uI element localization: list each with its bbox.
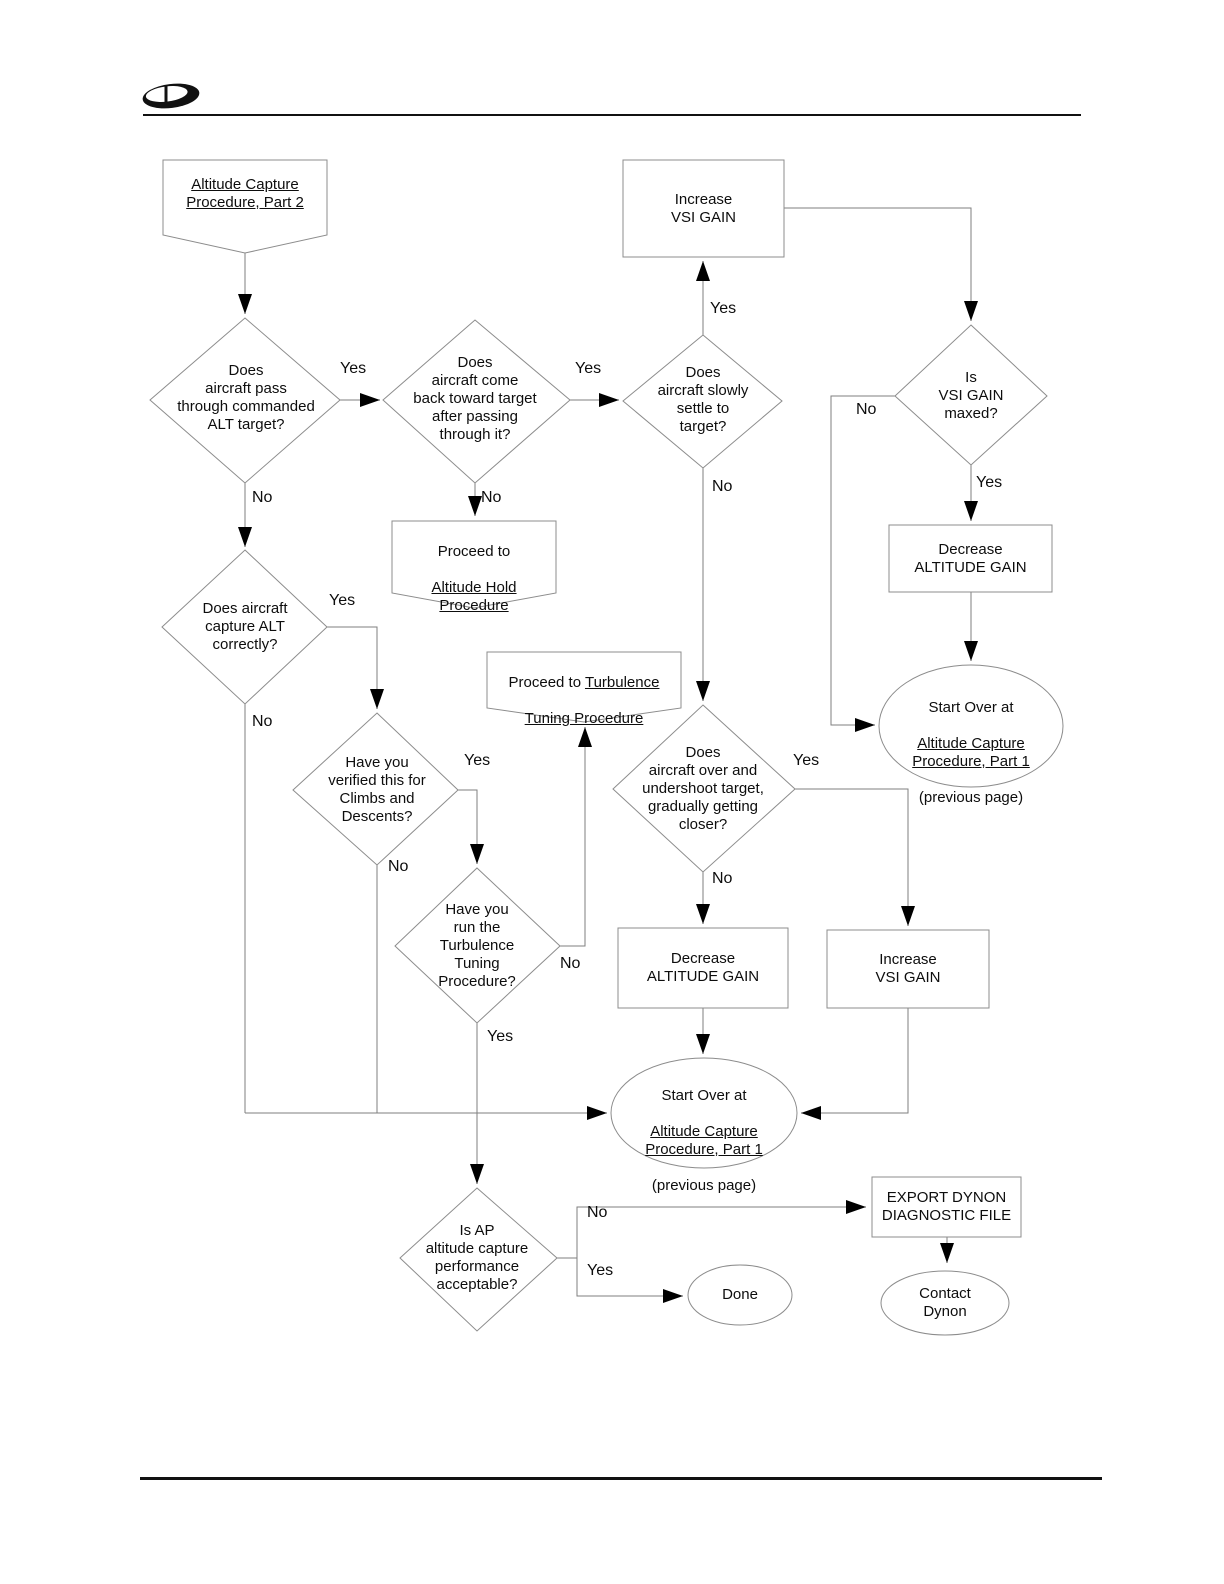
turb-proceed-link2: Tuning Procedure: [524, 710, 644, 727]
turb-proceed-prefix: Proceed to: [508, 674, 585, 691]
edge-increase-to-maxed: [784, 207, 978, 321]
edge-maxed-no: [830, 395, 895, 732]
node-start-over-right: Start Over at Altitude Capture Procedure…: [879, 681, 1063, 807]
start-over-center-line1: Start Over at: [661, 1087, 747, 1104]
header-rule: [143, 114, 1081, 116]
node-decrease-alt-right: Decrease ALTITUDE GAIN: [914, 540, 1027, 576]
node-ap-acceptable: Is AP altitude capture performance accep…: [425, 1222, 529, 1293]
node-contact: Contact Dynon: [919, 1285, 971, 1320]
start-over-right-link: Altitude Capture Procedure, Part 1: [912, 735, 1030, 770]
edge-verified-yes: [458, 789, 484, 864]
turb-proceed-link1: Turbulence: [584, 674, 660, 691]
label-come-back-yes: Yes: [575, 360, 602, 377]
node-increase-vsi-bottom: Increase VSI GAIN: [875, 951, 941, 986]
shape-ap-acceptable: [399, 1187, 558, 1332]
node-vsi-maxed: Is VSI GAIN maxed?: [938, 369, 1004, 422]
shape-increase-vsi-top: [622, 159, 785, 258]
label-run-yes: Yes: [487, 1028, 514, 1045]
node-decrease-alt-bottom: Decrease ALTITUDE GAIN: [646, 950, 760, 985]
edge-overunder-yes: [795, 788, 915, 926]
node-increase-vsi-top: Increase VSI GAIN: [670, 190, 737, 226]
label-settle-yes: Yes: [710, 300, 737, 317]
node-pass-through: Does aircraft pass through commanded ALT…: [177, 362, 315, 433]
node-turb-proceed: Proceed to Turbulence Tuning Procedure: [487, 656, 681, 728]
edge-ap-no: [576, 1200, 866, 1258]
alt-hold-prefix: Proceed to: [437, 543, 511, 560]
node-start-part2: Altitude Capture Procedure, Part 2: [186, 176, 304, 211]
label-settle-no: No: [712, 478, 733, 495]
shape-verified: [292, 712, 459, 866]
label-pass-no: No: [252, 489, 273, 506]
shape-vsi-maxed: [894, 324, 1048, 466]
shape-pass-through: [149, 317, 341, 484]
shape-done: [687, 1264, 793, 1326]
label-over-under-yes: Yes: [793, 752, 820, 769]
node-over-under: Does aircraft over and undershoot target…: [642, 744, 764, 833]
label-verified-no: No: [388, 858, 409, 875]
shape-settle: [622, 334, 783, 469]
shapes: [149, 159, 1064, 1336]
label-maxed-no: No: [856, 401, 877, 418]
node-capture: Does aircraft capture ALT correctly?: [202, 600, 288, 653]
shape-decrease-alt-right: [888, 524, 1053, 593]
shape-alt-hold: [391, 520, 557, 609]
start-over-right-line1: Start Over at: [928, 699, 1014, 716]
node-come-back: Does aircraft come back toward target af…: [413, 354, 537, 443]
edges: [238, 207, 978, 1303]
page-header: [142, 83, 200, 109]
label-capture-no: No: [252, 713, 273, 730]
shape-contact: [880, 1270, 1010, 1336]
label-ap-no: No: [587, 1204, 608, 1221]
edge-run-no: [560, 727, 592, 947]
node-start-over-center: Start Over at Altitude Capture Procedure…: [611, 1069, 797, 1195]
label-over-under-no: No: [712, 870, 733, 887]
start-over-center-link: Altitude Capture Procedure, Part 1: [645, 1123, 763, 1158]
label-capture-yes: Yes: [329, 592, 356, 609]
edge-increasebottom-to-ellipse: [801, 1008, 909, 1120]
node-done: Done: [722, 1286, 758, 1303]
shape-start-over-right: [878, 664, 1064, 788]
shape-come-back: [382, 319, 571, 484]
start-over-center-suffix: (previous page): [651, 1177, 757, 1194]
shape-turb-proceed: [486, 651, 682, 723]
node-run-turb: Have you run the Turbulence Tuning Proce…: [438, 901, 516, 990]
node-verified: Have you verified this for Climbs and De…: [328, 754, 426, 825]
node-alt-hold: Proceed to Altitude Hold Procedure: [392, 525, 556, 615]
label-come-back-no: No: [481, 489, 502, 506]
label-pass-yes: Yes: [340, 360, 367, 377]
edge-capture-yes: [327, 626, 384, 709]
shape-run-turb: [394, 867, 561, 1024]
shape-start-part2: [162, 159, 328, 254]
node-export-file: EXPORT DYNON DIAGNOSTIC FILE: [881, 1189, 1012, 1224]
edge-ap-yes: [576, 1258, 683, 1303]
label-maxed-yes: Yes: [976, 474, 1003, 491]
shape-capture: [161, 549, 328, 705]
label-run-no: No: [560, 955, 581, 972]
shape-export-file: [871, 1176, 1022, 1238]
shape-increase-vsi-bottom: [826, 929, 990, 1009]
shape-decrease-alt-bottom: [617, 927, 789, 1009]
label-ap-yes: Yes: [587, 1262, 614, 1279]
alt-hold-link: Altitude Hold Procedure: [431, 579, 517, 614]
label-verified-yes: Yes: [464, 752, 491, 769]
shape-start-over-center: [610, 1057, 798, 1169]
footer-rule: [140, 1477, 1102, 1480]
shape-over-under: [612, 704, 796, 873]
start-over-right-suffix: (previous page): [918, 789, 1024, 806]
dynon-logo: [142, 83, 200, 109]
node-settle: Does aircraft slowly settle to target?: [657, 364, 749, 435]
